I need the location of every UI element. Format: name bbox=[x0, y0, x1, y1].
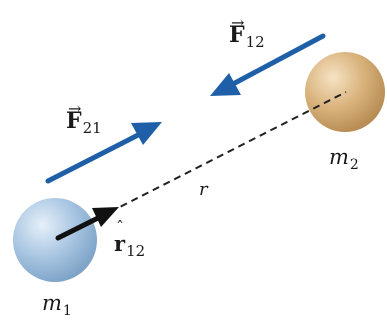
mass-2-sphere bbox=[305, 52, 385, 132]
force-21-arrow bbox=[45, 122, 162, 184]
mass-1-label: m1 bbox=[42, 291, 72, 319]
mass-1-sphere bbox=[13, 198, 97, 282]
unit-vector-arrow bbox=[55, 207, 119, 241]
mass-2-label: m2 bbox=[329, 145, 359, 173]
separation-label: r bbox=[199, 179, 208, 200]
force-12-arrow bbox=[210, 33, 326, 96]
force-21-label: →F21 bbox=[66, 99, 102, 137]
separation-line bbox=[109, 91, 347, 213]
force-12-label: →F12 bbox=[229, 13, 265, 51]
